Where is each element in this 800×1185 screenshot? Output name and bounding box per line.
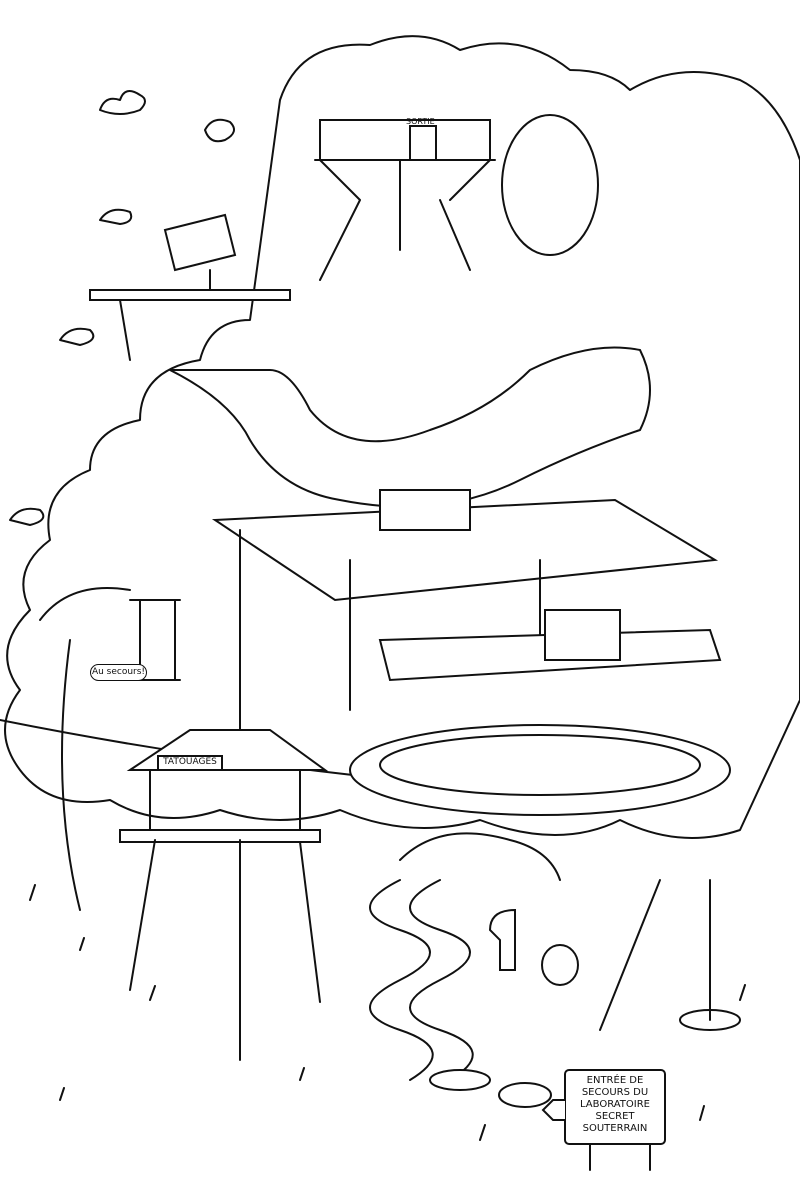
spiral-slide [369, 879, 474, 1081]
lab-sign-line: LABORATOIRE [580, 1099, 650, 1110]
sortie-sign: SORTIE [406, 117, 435, 126]
lab-entrance-sign: ENTRÉE DE SECOURS DU LABORATOIRE SECRET … [565, 1075, 665, 1135]
lab-sign-line: SOUTERRAIN [582, 1123, 648, 1134]
ground-props [429, 879, 741, 1108]
lab-signpost [541, 1069, 666, 1171]
telescope-platform [89, 213, 291, 361]
lab-sign-line: SECRET [595, 1111, 635, 1122]
swing [61, 529, 241, 911]
clouds [9, 90, 235, 526]
lower-deck [378, 609, 722, 682]
tattoo-hut [119, 729, 329, 1061]
top-treehouse [314, 119, 496, 281]
pool [349, 724, 731, 816]
lab-sign-line: ENTRÉE DE [586, 1075, 644, 1086]
skate-ramp [169, 346, 651, 508]
help-speech-bubble: Au secours! [90, 664, 147, 681]
tree-foliage [4, 35, 800, 881]
egg-pod [501, 114, 599, 256]
tattoo-sign: TATOUAGES [163, 757, 217, 767]
main-deck [211, 489, 719, 711]
lab-sign-line: SECOURS DU [581, 1087, 649, 1098]
